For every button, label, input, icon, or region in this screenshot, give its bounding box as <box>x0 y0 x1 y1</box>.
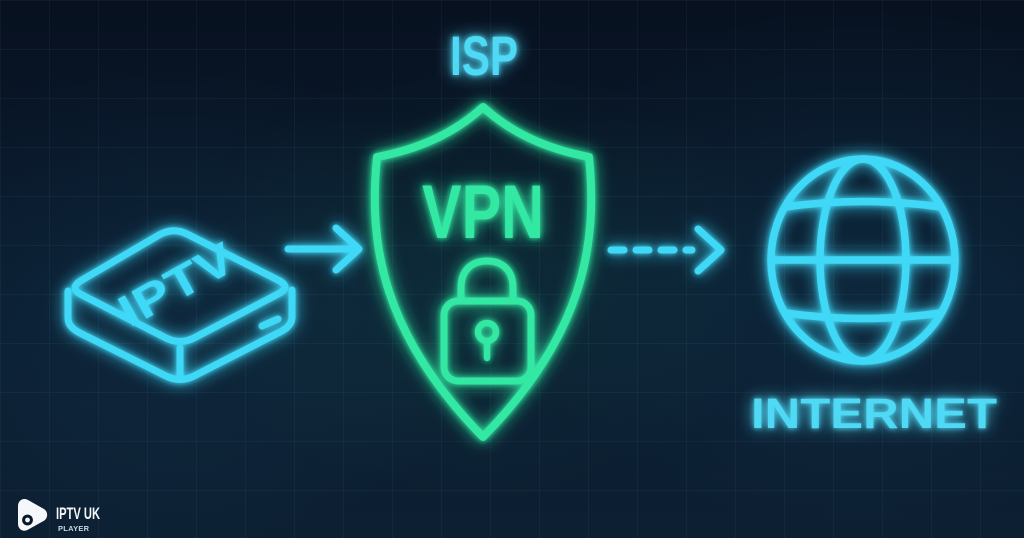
arrow-head <box>332 224 363 274</box>
shield-icon <box>370 103 596 441</box>
play-logo-icon <box>18 498 48 531</box>
brand-name: IPTV UK <box>56 504 100 523</box>
padlock-body <box>440 297 535 385</box>
play-logo-shape <box>18 498 48 531</box>
brand-logo: IPTV UK PLAYER <box>18 498 100 533</box>
internet-node: INTERNET <box>751 155 997 438</box>
brand-tagline: PLAYER <box>58 524 90 533</box>
isp-label-group: ISP <box>450 24 518 87</box>
internet-label: INTERNET <box>751 390 997 438</box>
dashed-arrow-right-icon <box>607 225 725 275</box>
vpn-node: VPN <box>370 103 596 441</box>
vpn-label: VPN <box>422 170 544 255</box>
iptv-node: IPTV <box>64 227 296 383</box>
padlock-shackle <box>457 257 517 305</box>
set-top-box-icon <box>71 227 289 345</box>
globe-latitude-north <box>781 197 945 211</box>
padlock-keyhole <box>474 319 500 345</box>
isp-label: ISP <box>450 24 518 87</box>
dashed-arrow-head <box>694 225 725 275</box>
play-logo-dot <box>25 517 30 523</box>
globe-icon <box>767 155 959 365</box>
set-top-box-port <box>258 315 282 330</box>
globe-latitude-south <box>781 309 945 323</box>
arrow-right-icon <box>284 224 363 274</box>
